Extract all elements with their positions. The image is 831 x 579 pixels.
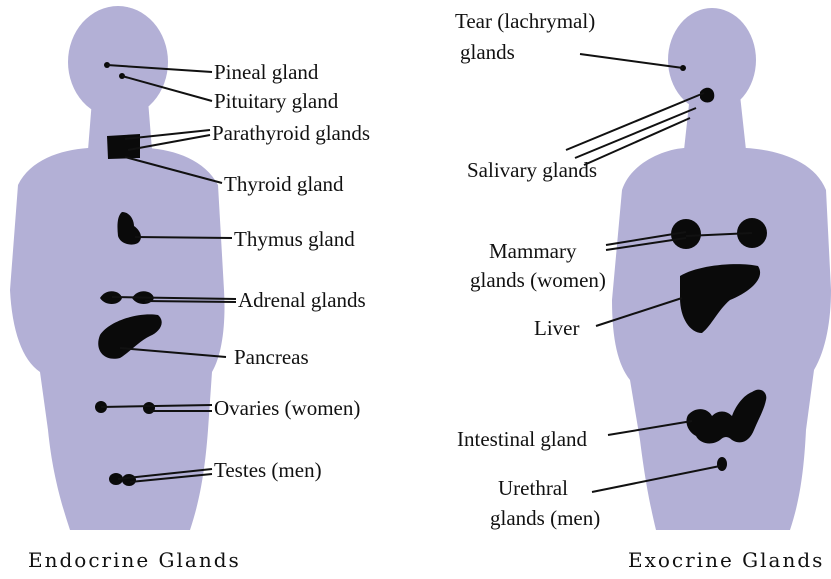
testis-right bbox=[122, 474, 136, 486]
thyroid-gland-label: Thyroid gland bbox=[224, 172, 344, 196]
pancreas-label: Pancreas bbox=[234, 345, 309, 369]
exocrine-glands-caption: Exocrine Glands bbox=[628, 548, 824, 572]
pineal-gland-label: Pineal gland bbox=[214, 60, 318, 84]
adrenal-leader-2 bbox=[145, 301, 236, 302]
right-torso bbox=[612, 148, 831, 530]
urethral-glands-label-line2: glands (men) bbox=[490, 506, 600, 530]
salivary-glands-label: Salivary glands bbox=[467, 158, 597, 182]
parathyroid-glands-label: Parathyroid glands bbox=[212, 121, 370, 145]
pituitary-gland-label: Pituitary gland bbox=[214, 89, 338, 113]
salivary-gland-shape bbox=[700, 88, 714, 103]
urethral-glands-label-line1: Urethral bbox=[498, 476, 568, 500]
thymus-leader bbox=[135, 237, 232, 238]
endocrine-glands-caption: Endocrine Glands bbox=[28, 548, 241, 572]
tear-glands-label-line2: glands bbox=[460, 40, 515, 64]
liver-label: Liver bbox=[534, 316, 579, 340]
right-neck bbox=[684, 95, 746, 150]
testes-label: Testes (men) bbox=[214, 458, 322, 482]
mammary-glands-label-line1: Mammary bbox=[489, 239, 576, 263]
ovary-right bbox=[143, 402, 155, 414]
urethral-gland-shape bbox=[717, 457, 727, 471]
ovaries-label: Ovaries (women) bbox=[214, 396, 360, 420]
adrenal-glands-label: Adrenal glands bbox=[238, 288, 366, 312]
thymus-gland-label: Thymus gland bbox=[234, 227, 355, 251]
endocrine-body-silhouette bbox=[10, 6, 225, 530]
tear-leader bbox=[580, 54, 683, 68]
tear-glands-label-line1: Tear (lachrymal) bbox=[455, 9, 595, 33]
mammary-glands-label-line2: glands (women) bbox=[470, 268, 606, 292]
intestinal-gland-label: Intestinal gland bbox=[457, 427, 587, 451]
